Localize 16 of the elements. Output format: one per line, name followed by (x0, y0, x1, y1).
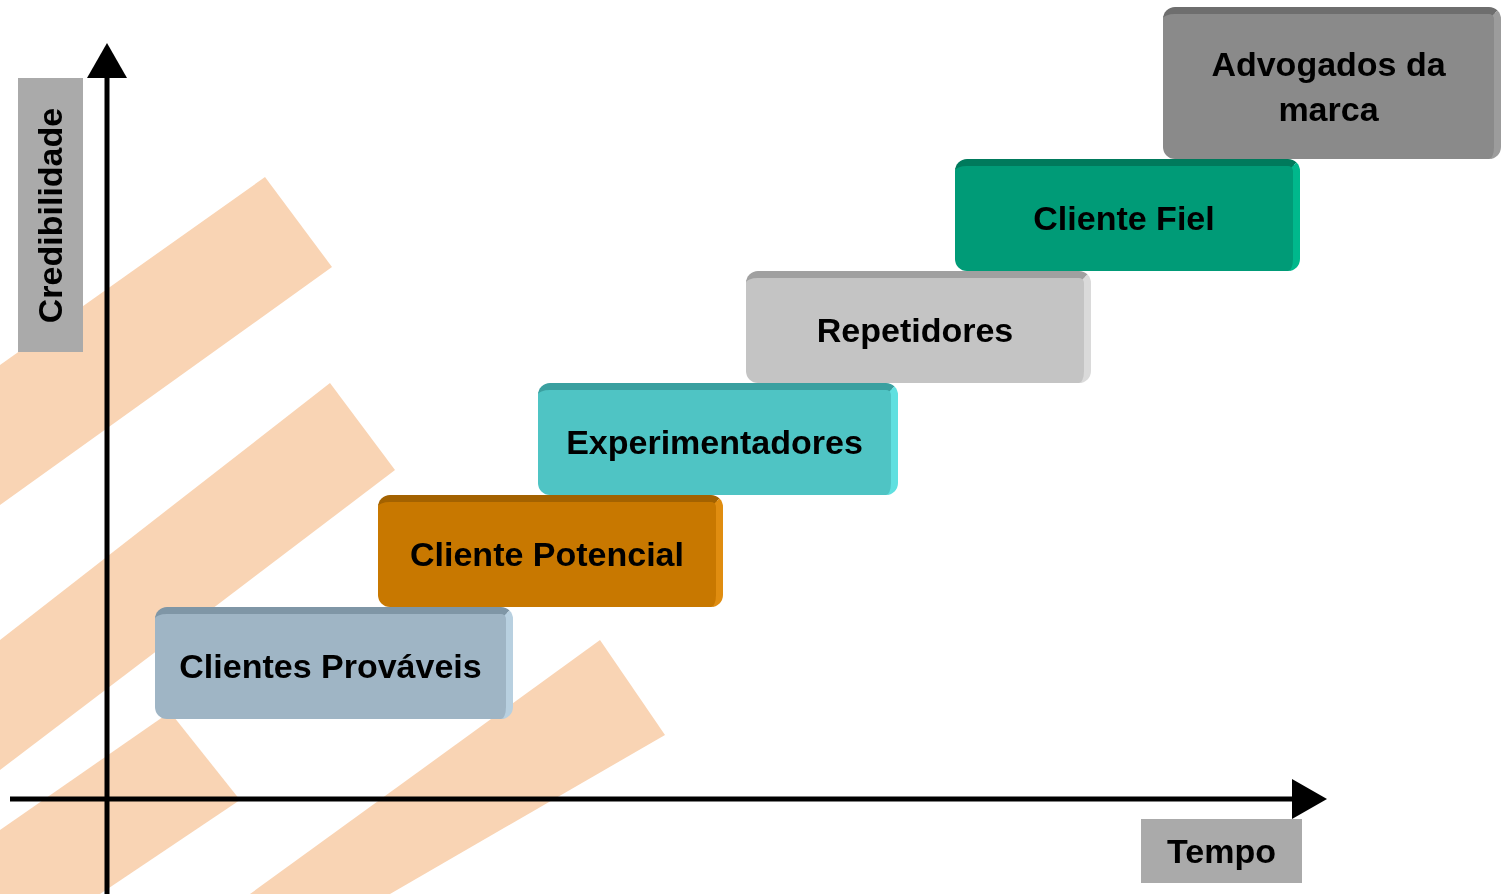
stage-label: Cliente Fiel (1033, 198, 1215, 240)
stage-block (955, 159, 1300, 271)
axis-label-box (18, 78, 83, 352)
axis-title: Credibilidade (31, 107, 70, 323)
stage-block (378, 495, 723, 607)
stage-label: Cliente Potencial (410, 534, 684, 576)
stage-label: Experimentadores (566, 422, 863, 464)
stage-block (746, 271, 1091, 383)
axis-label-box (1141, 819, 1302, 883)
stage-label: Clientes Prováveis (179, 646, 482, 688)
stage-label: Repetidores (816, 310, 1014, 352)
stage-block (155, 607, 513, 719)
stage-block (538, 383, 898, 495)
axis-title: Tempo (1167, 831, 1276, 871)
stage-label: Advogados da marca (1210, 44, 1447, 130)
stage-block (1163, 7, 1501, 159)
